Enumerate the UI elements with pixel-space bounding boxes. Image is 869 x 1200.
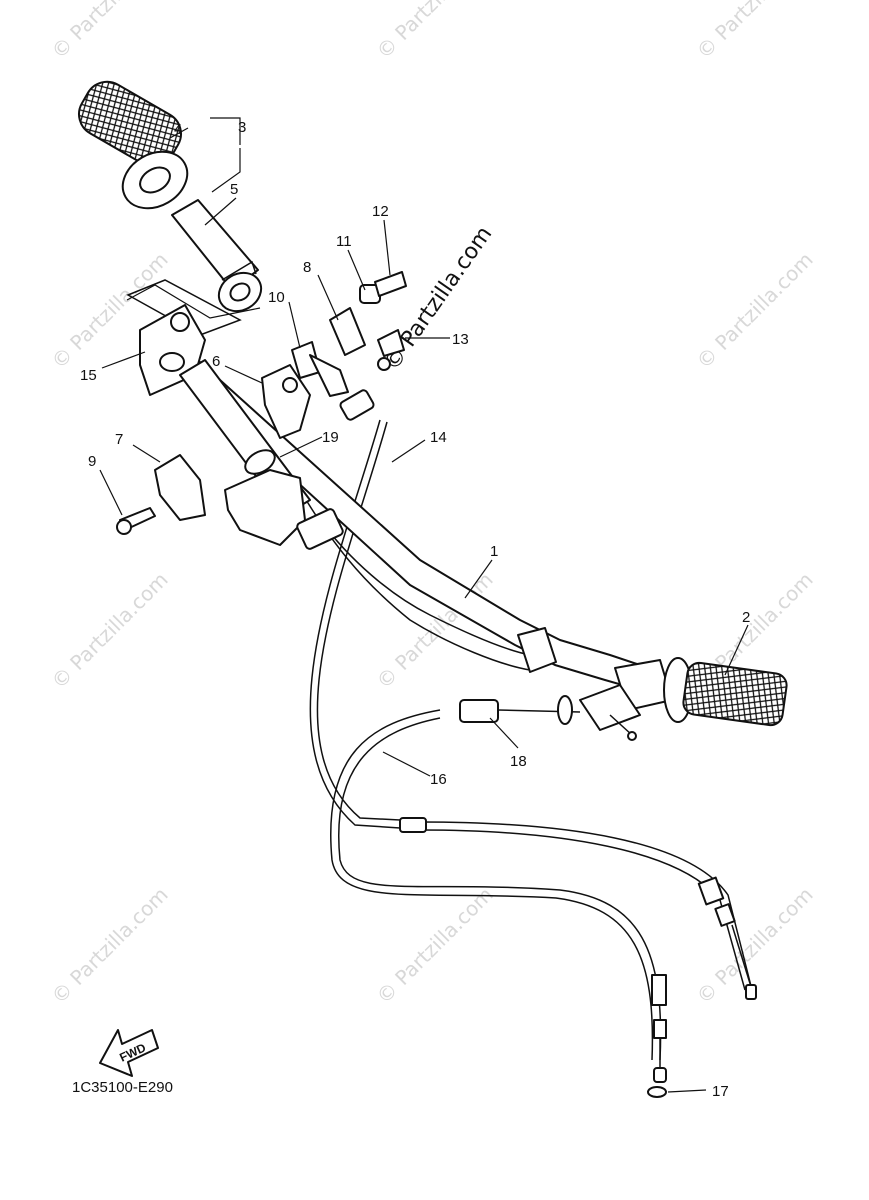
- watermark: © Partzilla.com: [692, 0, 818, 64]
- callout-7: 7: [115, 431, 123, 448]
- callout-2: 2: [742, 609, 750, 626]
- callout-18: 18: [510, 753, 527, 770]
- callout-10: 10: [268, 289, 285, 306]
- watermark: © Partzilla.com: [47, 882, 173, 1008]
- callout-16: 16: [430, 771, 447, 788]
- callout-19: 19: [322, 429, 339, 446]
- callout-13: 13: [452, 331, 469, 348]
- left-grip: [78, 80, 189, 210]
- callout-8: 8: [303, 259, 311, 276]
- diagram-code: 1C35100-E290: [72, 1079, 173, 1096]
- throttle-cable-14: [309, 419, 401, 829]
- callout-6: 6: [212, 353, 220, 370]
- fwd-arrow: FWD: [99, 1029, 159, 1077]
- watermark: © Partzilla.com: [692, 247, 818, 373]
- callout-9: 9: [88, 453, 96, 470]
- right-grip: [614, 657, 788, 727]
- watermark: © Partzilla.com: [372, 882, 498, 1008]
- watermark: © Partzilla.com: [47, 0, 173, 64]
- watermark: © Partzilla.com: [47, 567, 173, 693]
- leader-lines: [99, 117, 749, 1093]
- throttle-tube: [171, 199, 263, 313]
- callout-1: 1: [490, 543, 498, 560]
- cable-ends: [399, 817, 757, 1098]
- cables: [309, 419, 753, 1061]
- cable-16: [338, 717, 662, 1061]
- callout-17: 17: [712, 1083, 729, 1100]
- watermark: © Partzilla.com: [372, 0, 498, 64]
- callout-5: 5: [230, 181, 238, 198]
- callout-14: 14: [430, 429, 447, 446]
- cable-parts: [291, 271, 407, 421]
- callouts: 1 2 3 4 5 6 7 8 9 10 11 12 13 14 15 16 1…: [80, 119, 750, 1100]
- callout-12: 12: [372, 203, 389, 220]
- handlebar-clamps: [116, 364, 344, 550]
- callout-4: 4: [174, 121, 182, 138]
- callout-15: 15: [80, 367, 97, 384]
- callout-11: 11: [336, 233, 352, 250]
- callout-3: 3: [238, 119, 246, 136]
- lever-assembly: [459, 684, 641, 741]
